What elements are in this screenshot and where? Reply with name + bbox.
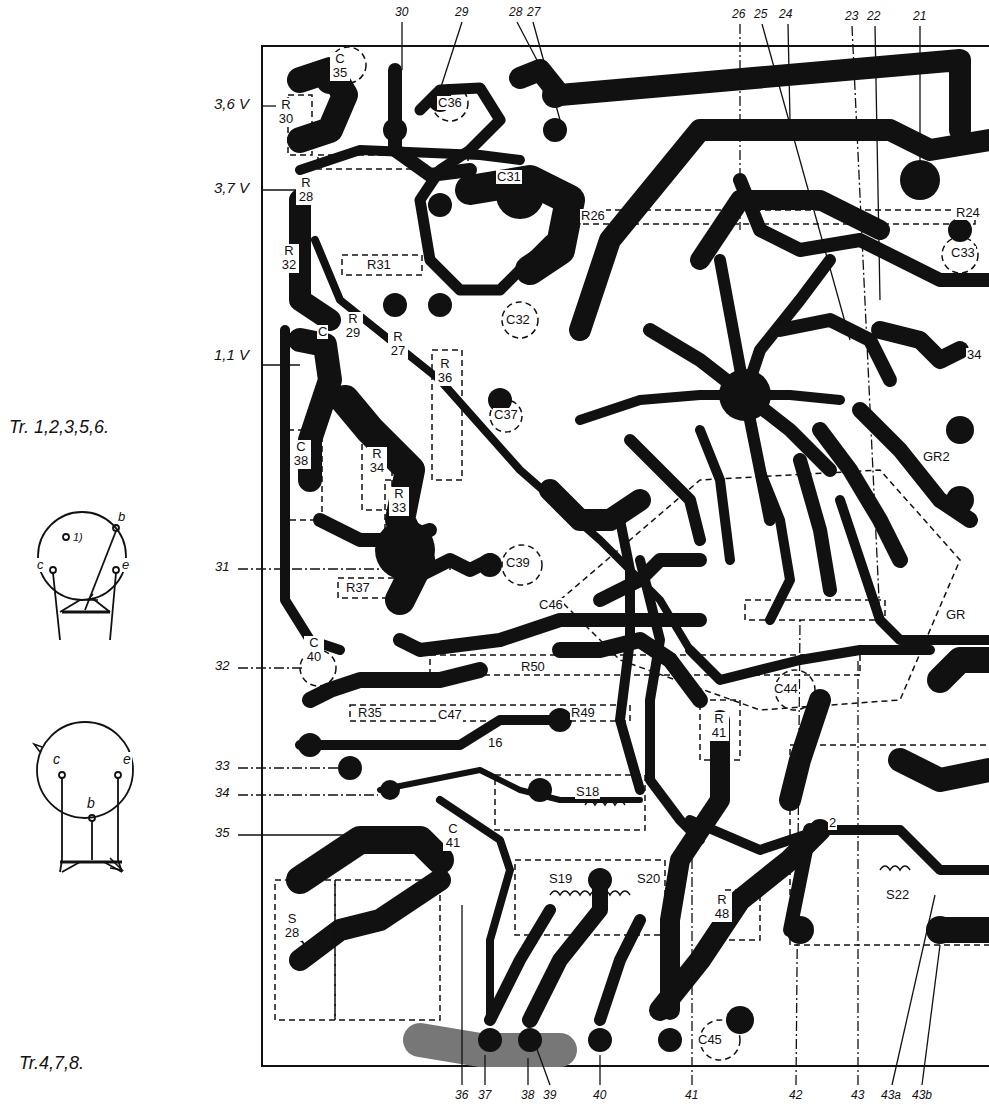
leader-lines <box>238 22 940 1085</box>
component-label: C 35 <box>330 52 350 81</box>
callout-number: 37 <box>477 1089 492 1102</box>
voltage-label: 3,7 V <box>213 180 250 197</box>
component-label: R24 <box>955 206 981 220</box>
callout-number: Tr. 1,2,3,5,6. <box>8 418 110 438</box>
callout-number: 29 <box>454 6 469 19</box>
component-label: S 28 <box>282 912 302 941</box>
callout-number: 39 <box>542 1089 557 1102</box>
callout-number: 35 <box>214 826 230 840</box>
callout-number: 24 <box>778 8 793 21</box>
component-label: R 48 <box>712 893 732 922</box>
component-label: C47 <box>437 708 463 722</box>
component-label: R 36 <box>435 357 455 386</box>
callout-number: c <box>52 752 61 767</box>
component-label: 2 <box>828 816 837 830</box>
component-label: C32 <box>505 313 531 327</box>
callout-number: Tr.4,7,8. <box>18 1054 85 1074</box>
callout-number: 43a <box>880 1089 902 1102</box>
component-label: C31 <box>496 170 522 184</box>
callout-number: e <box>121 558 130 572</box>
callout-number: 23 <box>844 10 859 23</box>
callout-number: 42 <box>788 1089 803 1102</box>
component-label: GR2 <box>922 450 951 464</box>
callout-number: 28 <box>508 6 523 19</box>
callout-number: c <box>36 558 45 572</box>
component-label: R37 <box>345 581 371 595</box>
callout-number: b <box>117 510 126 524</box>
component-label: R 33 <box>389 487 409 516</box>
component-label: C44 <box>773 682 799 696</box>
component-label: R 34 <box>367 447 387 476</box>
voltage-label: 3,6 V <box>213 96 250 113</box>
component-label: 16 <box>487 736 503 750</box>
component-label: R 41 <box>709 712 729 741</box>
callout-number: 33 <box>214 759 230 773</box>
component-label: R35 <box>357 706 383 720</box>
callout-number: 40 <box>592 1089 607 1102</box>
callout-number: 25 <box>753 8 768 21</box>
callout-number: 30 <box>394 6 409 19</box>
callout-number: 43b <box>911 1089 933 1102</box>
callout-number: 31 <box>214 560 230 574</box>
coil-symbols <box>300 801 910 970</box>
component-label: R 27 <box>388 330 408 359</box>
solder-pads <box>298 66 974 1052</box>
callout-number: e <box>122 752 132 767</box>
component-label: S18 <box>575 785 600 799</box>
callout-number: 34 <box>214 786 230 800</box>
callout-number: 36 <box>454 1089 469 1102</box>
component-label: GR <box>945 608 967 622</box>
board-outline <box>262 46 989 1066</box>
transistor-symbols <box>34 512 133 872</box>
voltage-label: 1,1 V <box>213 347 250 364</box>
callout-number: 38 <box>520 1089 535 1102</box>
component-label: C 41 <box>443 822 463 851</box>
component-label: C 38 <box>291 440 311 469</box>
component-label: S20 <box>636 872 661 886</box>
component-label: C 40 <box>304 636 324 665</box>
callout-number: 26 <box>731 8 746 21</box>
callout-number: 1) <box>72 531 84 543</box>
component-label: R 32 <box>279 244 299 273</box>
component-label: C <box>317 325 328 339</box>
component-label: R 30 <box>276 98 296 127</box>
component-label: C45 <box>697 1033 723 1047</box>
component-label: C39 <box>505 556 531 570</box>
component-label: C33 <box>950 246 976 260</box>
component-label: R 28 <box>296 176 316 205</box>
callout-number: 27 <box>526 6 541 19</box>
callout-number: 22 <box>866 10 881 23</box>
callout-number: 41 <box>684 1089 699 1102</box>
callout-number: b <box>86 796 96 811</box>
component-label: R 29 <box>343 312 363 341</box>
component-label: R49 <box>570 706 596 720</box>
component-label: R50 <box>520 660 546 674</box>
component-label: C46 <box>538 598 564 612</box>
callout-number: 32 <box>214 659 230 673</box>
component-outlines <box>275 47 989 1060</box>
component-label: R31 <box>366 258 392 272</box>
component-label: 34 <box>966 348 982 362</box>
component-label: R26 <box>580 209 606 223</box>
component-label: C37 <box>493 408 519 422</box>
component-label: S22 <box>885 888 910 902</box>
component-label: C36 <box>437 96 463 110</box>
component-label: S19 <box>548 872 573 886</box>
callout-number: 43 <box>850 1089 865 1102</box>
callout-number: 21 <box>912 10 927 23</box>
copper-traces <box>285 60 989 1050</box>
